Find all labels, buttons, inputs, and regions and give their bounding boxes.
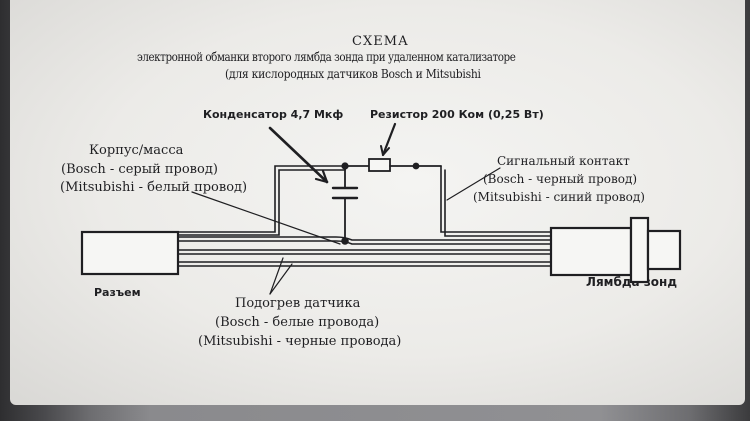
capacitor-label: Конденсатор 4,7 Мкф	[203, 108, 344, 121]
heater-bosch-label: (Bosch - белые провода)	[215, 315, 380, 330]
connector-label: Разъем	[94, 286, 141, 299]
sensor-body	[549, 226, 633, 277]
signal-wire-outer	[440, 165, 552, 233]
paper-sheet	[10, 0, 745, 405]
signal-mitsubishi-label: (Mitsubishi - синий провод)	[473, 190, 645, 204]
capacitor-arrowhead	[314, 169, 329, 184]
ground-branch-inner	[177, 169, 346, 236]
resistor-body	[368, 158, 391, 172]
capacitor-leader	[268, 126, 329, 184]
signal-wire-inner	[444, 169, 552, 237]
resistor-label: Резистор 200 Ком (0,25 Вт)	[370, 108, 544, 121]
ground-wire-lower	[177, 240, 552, 245]
junction-resistor-right	[412, 162, 420, 170]
resistor-arrowhead	[380, 145, 390, 156]
signal-title-label: Сигнальный контакт	[497, 154, 630, 168]
ground-bosch-label: (Bosch - серый провод)	[61, 162, 218, 177]
heater-leader-1	[269, 257, 284, 295]
title-subtitle-1: электронной обманки второго лямбда зонда…	[137, 50, 516, 64]
signal-bosch-label: (Bosch - черный провод)	[483, 172, 638, 186]
signal-leader	[446, 167, 501, 201]
title-main: СХЕМА	[352, 34, 409, 49]
heater-title-label: Подогрев датчика	[235, 296, 361, 311]
resistor-leader	[381, 122, 397, 157]
ground-leader	[191, 191, 341, 245]
title-subtitle-2: (для кислородных датчиков Bosch и Mitsub…	[225, 67, 481, 81]
sensor-flange	[629, 216, 650, 284]
connector-block	[80, 230, 180, 276]
junction-capacitor-bottom	[341, 237, 349, 245]
heater-leader-2	[269, 263, 293, 295]
ground-mitsubishi-label: (Mitsubishi - белый провод)	[60, 180, 248, 195]
sensor-tip	[646, 229, 682, 271]
ground-wire-upper	[177, 236, 552, 241]
ground-title-label: Корпус/масса	[89, 143, 184, 158]
junction-resistor-left	[341, 162, 349, 170]
heater-mitsubishi-label: (Mitsubishi - черные провода)	[198, 334, 402, 349]
